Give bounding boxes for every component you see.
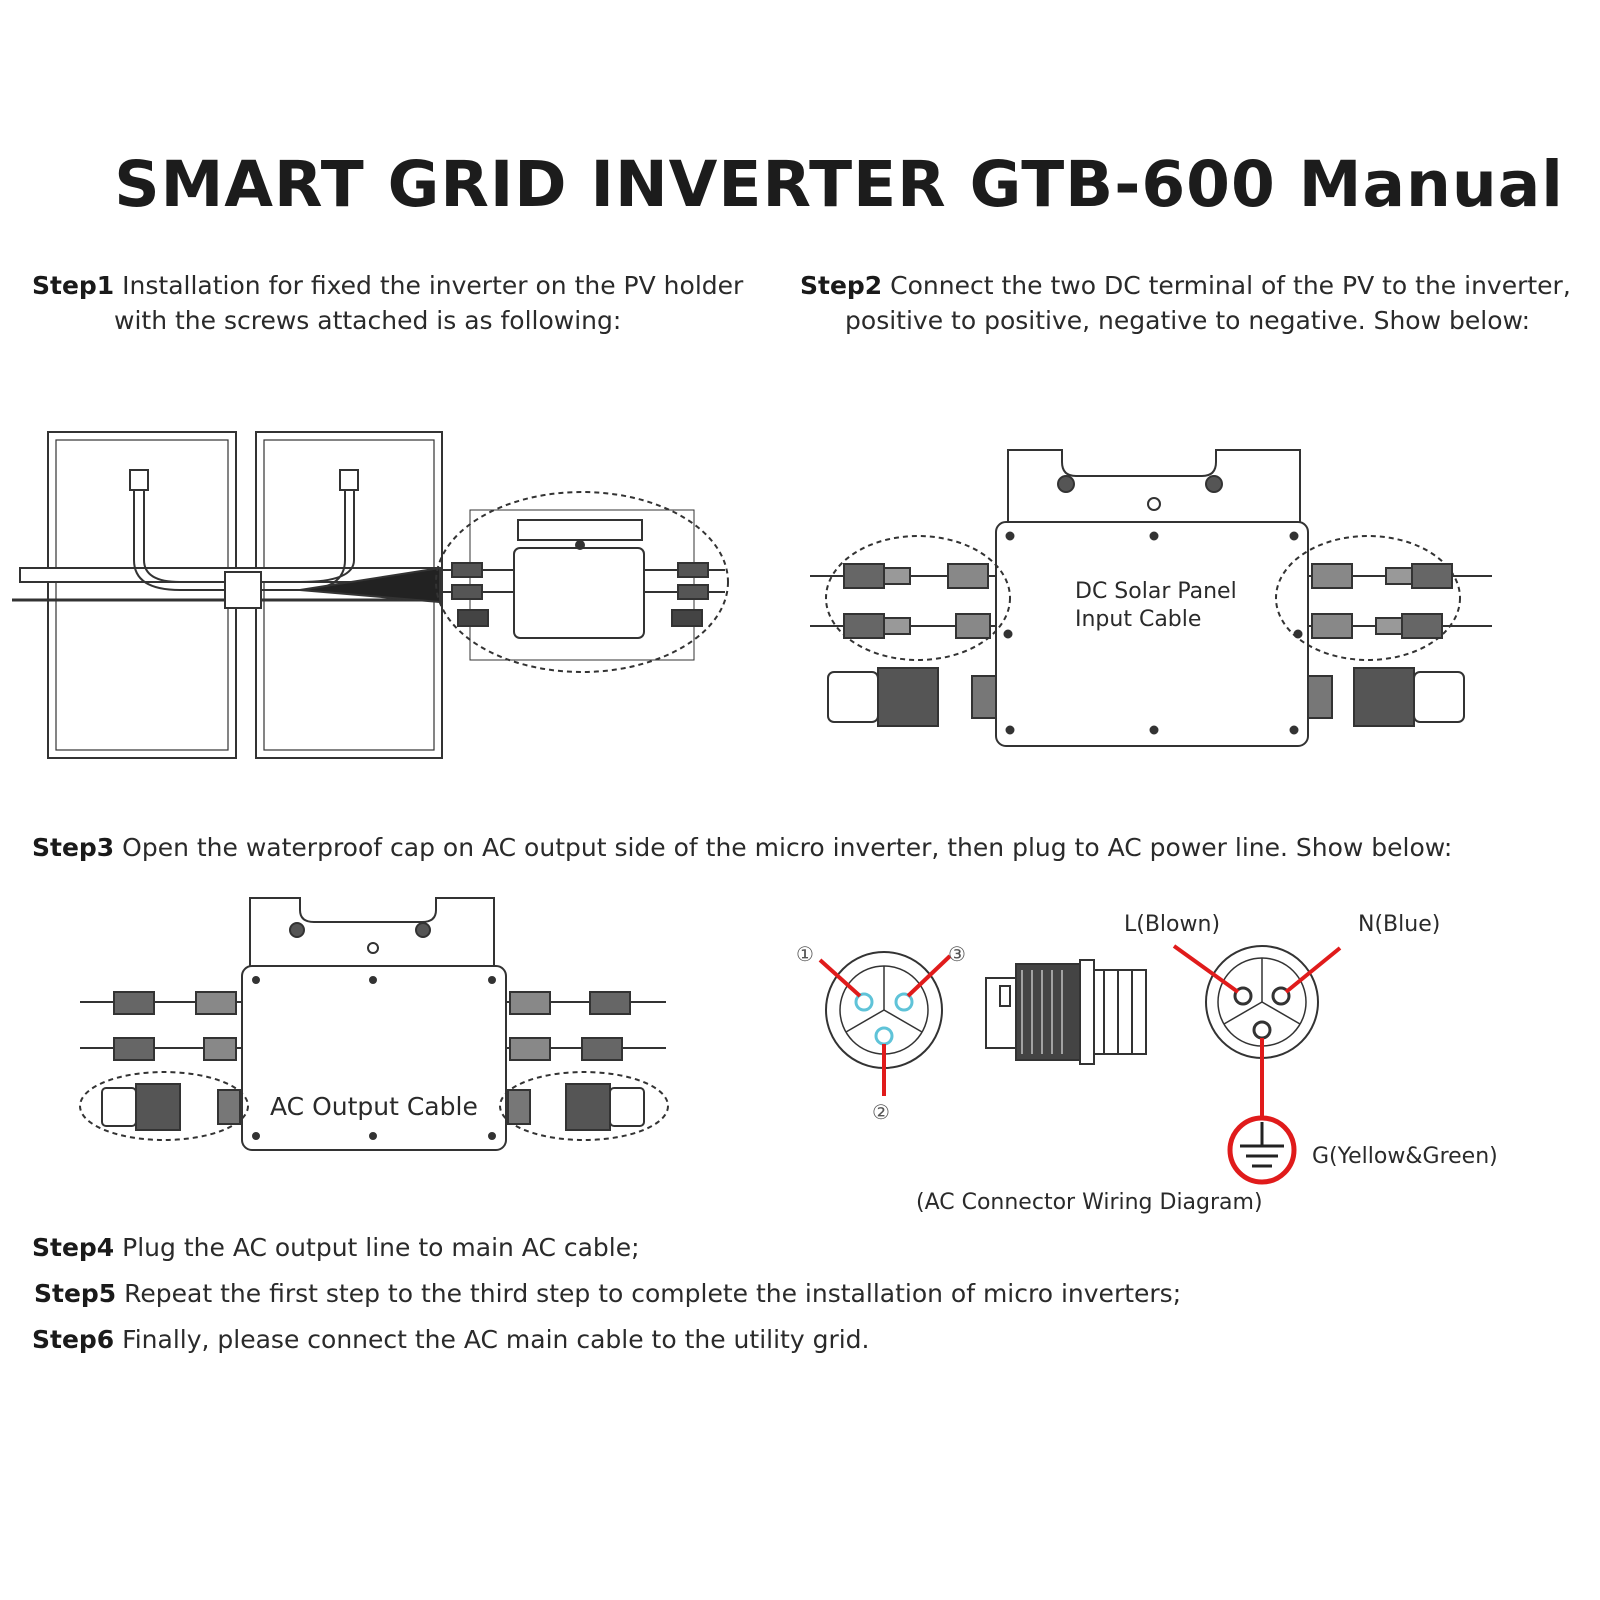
- pin1-label: ①: [796, 942, 814, 966]
- ground-wire-label: G(Yellow&Green): [1312, 1144, 1498, 1169]
- dc-input-label-line2: Input Cable: [1075, 607, 1202, 632]
- step2-text: Step2 Connect the two DC terminal of the…: [800, 268, 1571, 338]
- step5-text: Step5 Repeat the first step to the third…: [34, 1276, 1181, 1311]
- step3-body: Open the waterproof cap on AC output sid…: [122, 833, 1453, 862]
- step3-diagram: [79, 897, 669, 1151]
- step2-line1: Connect the two DC terminal of the PV to…: [890, 271, 1571, 300]
- step3-label: Step3: [32, 833, 115, 862]
- step6-text: Step6 Finally, please connect the AC mai…: [32, 1322, 870, 1357]
- step1-text: Step1 Installation for fixed the inverte…: [32, 268, 743, 338]
- dc-input-label: DC Solar Panel Input Cable: [1075, 578, 1237, 634]
- step4-label: Step4: [32, 1233, 115, 1262]
- dc-input-label-line1: DC Solar Panel: [1075, 579, 1237, 604]
- step1-label: Step1: [32, 271, 115, 300]
- ac-output-label: AC Output Cable: [270, 1092, 478, 1121]
- ac-wiring-diagram: [818, 944, 1342, 1185]
- step2-diagram: [810, 449, 1492, 747]
- wiring-caption: (AC Connector Wiring Diagram): [916, 1190, 1263, 1215]
- step4-text: Step4 Plug the AC output line to main AC…: [32, 1230, 640, 1265]
- step1-diagram: [12, 431, 729, 759]
- step6-body: Finally, please connect the AC main cabl…: [122, 1325, 870, 1354]
- pin3-label: ③: [948, 942, 966, 966]
- live-wire-label: L(Blown): [1124, 912, 1221, 937]
- page-title: SMART GRID INVERTER GTB-600 Manual: [114, 148, 1564, 221]
- step6-label: Step6: [32, 1325, 115, 1354]
- step4-body: Plug the AC output line to main AC cable…: [122, 1233, 640, 1262]
- neutral-wire-label: N(Blue): [1358, 912, 1441, 937]
- pin2-label: ②: [872, 1100, 890, 1124]
- step3-text: Step3 Open the waterproof cap on AC outp…: [32, 830, 1452, 865]
- step5-label: Step5: [34, 1279, 117, 1308]
- step5-body: Repeat the first step to the third step …: [124, 1279, 1182, 1308]
- step2-line2: positive to positive, negative to negati…: [845, 306, 1530, 335]
- step2-label: Step2: [800, 271, 883, 300]
- step1-line1: Installation for fixed the inverter on t…: [122, 271, 744, 300]
- step1-line2: with the screws attached is as following…: [114, 306, 622, 335]
